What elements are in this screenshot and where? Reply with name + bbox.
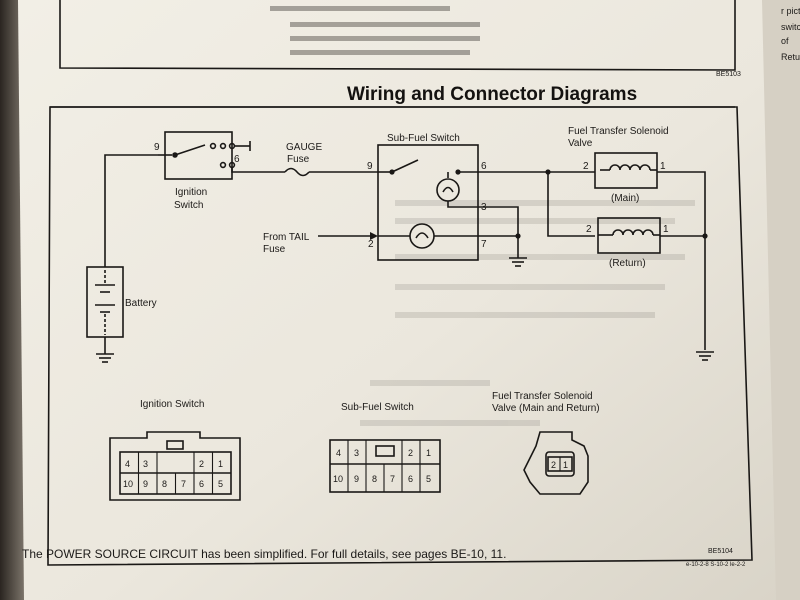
tail-input-arrow — [370, 232, 378, 240]
facing-page-text: r picture switch of Return — [781, 6, 800, 62]
ignition-switch-label: Ignition — [175, 187, 207, 198]
ignition-connector-pin: 1 — [218, 459, 223, 469]
footer-note: The POWER SOURCE CIRCUIT has been simpli… — [22, 547, 506, 561]
return-solenoid-label: (Return) — [609, 258, 646, 269]
battery-label: Battery — [125, 298, 157, 309]
gauge-fuse-label-line2: Fuse — [287, 154, 310, 165]
ignition-pin-6: 6 — [234, 154, 240, 165]
sub-fuel-connector-pin: 9 — [354, 474, 359, 484]
sub-fuel-connector-pin: 10 — [333, 474, 343, 484]
solenoid-connector-pin: 1 — [563, 460, 568, 470]
sub-fuel-connector-pin: 4 — [336, 448, 341, 458]
sub-fuel-connector-title: Sub-Fuel Switch — [341, 402, 414, 413]
manual-page — [18, 0, 782, 600]
sub-fuel-pin-9: 9 — [367, 161, 373, 172]
tail-fuse-label: From TAIL — [263, 232, 310, 243]
solenoid-ground-symbol — [696, 351, 714, 361]
wire-main-solenoid-ground — [657, 171, 706, 350]
sub-fuel-switch-label: Sub-Fuel Switch — [387, 133, 460, 144]
sub-fuel-connector-pin: 2 — [408, 448, 413, 458]
wire-subfuel-to-return-solenoid — [547, 172, 595, 237]
solenoid-connector-title-line2: Valve (Main and Return) — [492, 403, 600, 414]
sub-fuel-pin-7: 7 — [481, 239, 487, 250]
subfuel-ground-symbol — [509, 236, 527, 267]
sub-fuel-connector-pin: 5 — [426, 474, 431, 484]
gauge-fuse-label: GAUGE — [286, 142, 322, 153]
sub-fuel-connector-pin: 6 — [408, 474, 413, 484]
ignition-connector-pin: 2 — [199, 459, 204, 469]
wiring-schematic: Battery 9 6 Ignition Switch — [86, 126, 714, 363]
ignition-connector-pin: 9 — [143, 479, 148, 489]
ignition-connector: Ignition Switch 4 3 2 1 10 9 8 7 6 5 — [109, 399, 241, 501]
solenoid-connector: Fuel Transfer Solenoid Valve (Main and R… — [492, 391, 600, 495]
solenoid-connector-pin: 2 — [551, 460, 556, 470]
solenoid-label-line2: Valve — [568, 138, 593, 149]
wire-ignition-to-fuse — [231, 167, 285, 173]
facing-page-fragment: switch — [781, 22, 800, 32]
main-solenoid-pin-1: 1 — [660, 161, 666, 172]
sub-fuel-pin-2: 2 — [368, 239, 374, 250]
ignition-switch-label-line2: Switch — [174, 200, 203, 211]
section-code: BE5104 — [708, 548, 733, 555]
ignition-connector-pin: 4 — [125, 459, 130, 469]
ignition-connector-pin: 10 — [123, 479, 133, 489]
sub-fuel-connector-pin: 7 — [390, 474, 395, 484]
tail-fuse-label-line2: Fuse — [263, 244, 286, 255]
ignition-pin-9: 9 — [154, 142, 160, 153]
bleed-through-text — [360, 200, 695, 426]
facing-page-fragment: Return — [781, 52, 800, 62]
ignition-connector-title: Ignition Switch — [140, 399, 204, 410]
battery-ground-symbol — [96, 337, 114, 363]
return-solenoid-pin-2: 2 — [586, 224, 592, 235]
return-solenoid-pin-1: 1 — [663, 224, 669, 235]
sub-fuel-connector: Sub-Fuel Switch 4 3 2 1 10 9 8 7 6 5 — [329, 402, 441, 493]
wire-subfuel-ground-bus — [478, 206, 519, 237]
sub-fuel-connector-pin: 1 — [426, 448, 431, 458]
main-solenoid-pin-2: 2 — [583, 161, 589, 172]
previous-section-box: BE5103 — [59, 0, 741, 78]
facing-page — [762, 0, 800, 600]
main-solenoid-label: (Main) — [611, 193, 639, 204]
ignition-connector-pin: 6 — [199, 479, 204, 489]
sub-fuel-connector-pin: 8 — [372, 474, 377, 484]
gauge-fuse-symbol — [284, 167, 310, 177]
wire-battery-to-ignition — [104, 154, 158, 267]
solenoid-connector-title: Fuel Transfer Solenoid — [492, 391, 593, 402]
ignition-connector-pin: 7 — [181, 479, 186, 489]
section-code: BE5103 — [716, 71, 741, 78]
main-solenoid-symbol — [594, 152, 658, 189]
facing-page-fragment: r picture — [781, 6, 800, 16]
sub-fuel-switch-symbol — [377, 144, 479, 261]
solenoid-label: Fuel Transfer Solenoid — [568, 126, 669, 137]
ignition-connector-pin: 8 — [162, 479, 167, 489]
sub-fuel-connector-pin: 3 — [354, 448, 359, 458]
ignition-connector-pin: 3 — [143, 459, 148, 469]
page-title: Wiring and Connector Diagrams — [347, 84, 637, 105]
corner-code: e-10-2-8 S-10-2 le-2-2 — [686, 562, 746, 568]
facing-page-fragment: of — [781, 36, 789, 46]
ignition-connector-pin: 5 — [218, 479, 223, 489]
sub-fuel-pin-6: 6 — [481, 161, 487, 172]
diagram-frame — [47, 106, 753, 566]
